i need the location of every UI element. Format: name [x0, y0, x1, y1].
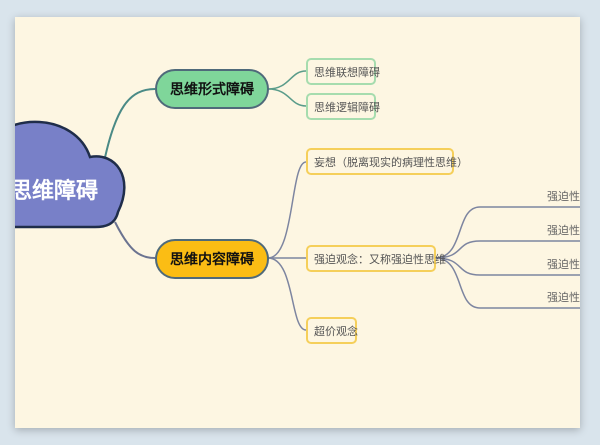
- sub-item[interactable]: 强迫性: [547, 258, 580, 271]
- branch-thought-content[interactable]: 思维内容障碍: [155, 239, 269, 279]
- connector-lines: [15, 70, 580, 331]
- branch-thought-form[interactable]: 思维形式障碍: [155, 69, 269, 109]
- leaf-association[interactable]: 思维联想障碍: [306, 58, 380, 85]
- leaf-logic[interactable]: 思维逻辑障碍: [306, 93, 380, 120]
- slide: 思维障碍 思维形式障碍 思维内容障碍 思维联想障碍 思维逻辑障碍 妄想（脱离现实…: [15, 17, 580, 428]
- leaf-obsession[interactable]: 强迫观念：又称强迫性思维: [306, 245, 446, 272]
- sub-item[interactable]: 强迫性: [547, 190, 580, 203]
- sub-item[interactable]: 强迫性: [547, 291, 580, 304]
- cloud-shape: [15, 120, 126, 229]
- sub-item[interactable]: 强迫性: [547, 224, 580, 237]
- leaf-delusion[interactable]: 妄想（脱离现实的病理性思维）: [306, 148, 468, 175]
- leaf-overvalued[interactable]: 超价观念: [306, 317, 358, 344]
- root-topic[interactable]: 思维障碍: [15, 179, 99, 204]
